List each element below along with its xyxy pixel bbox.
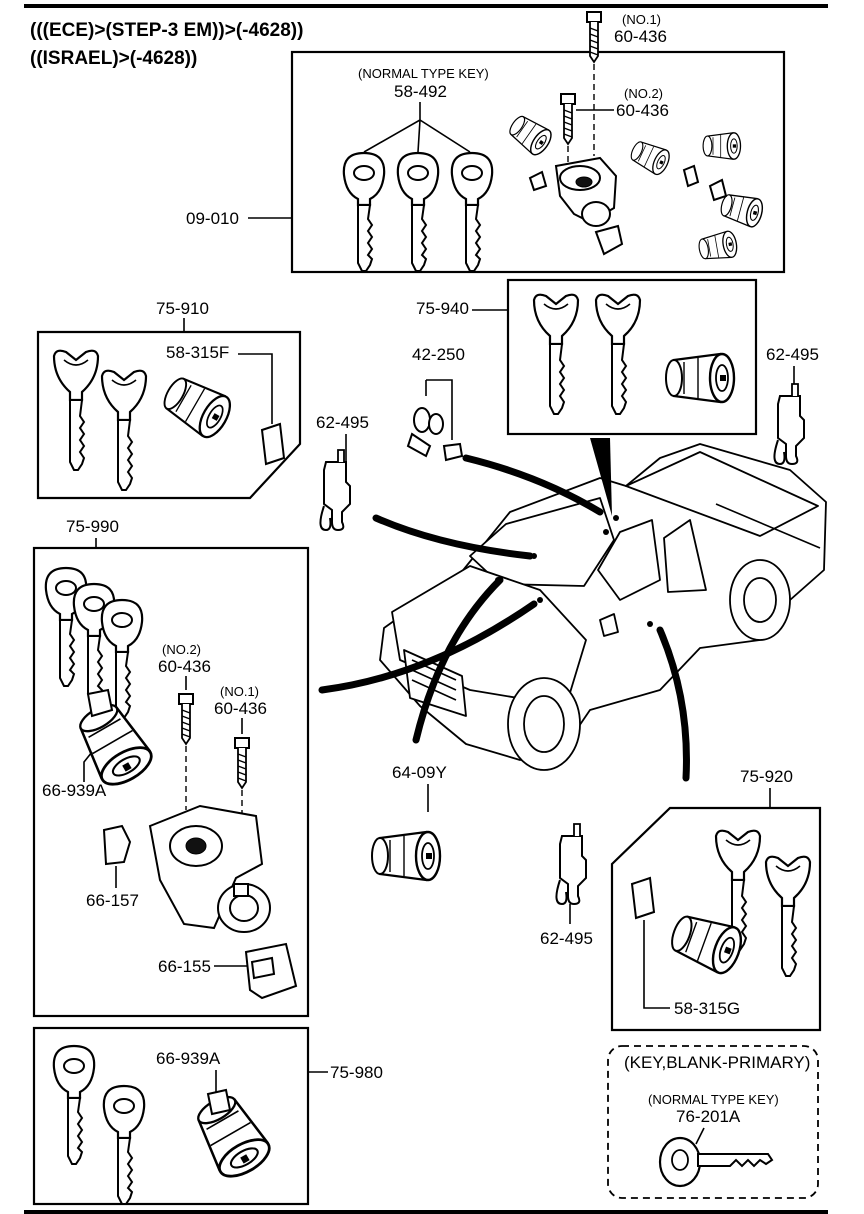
ignition-key-icon [764,855,812,978]
ignition-key-icon [72,582,116,704]
ignition-key-icon [342,151,386,273]
no2-number-top: 60-436 [616,101,669,120]
set-label-75-990: 75-990 [66,517,119,536]
part-label-66-157: 66-157 [86,891,139,910]
no2-tag-left: (NO.2) [162,642,201,657]
set-label-75-940: 75-940 [416,299,469,318]
ignition-key-icon [44,566,88,688]
ignition-key-icon [102,1084,146,1206]
lock-cylinder-icon [696,229,740,264]
part-label-64-09Y: 64-09Y [392,763,447,782]
screw-icon [560,93,576,145]
ignition-key-icon [532,293,580,416]
ignition-key-icon [52,349,100,472]
clip-label-62-495-a: 62-495 [316,413,369,432]
clip-label-62-495-c: 62-495 [540,929,593,948]
set-label-75-920: 75-920 [740,767,793,786]
lock-cylinder-icon [702,132,742,160]
ignition-key-icon [52,1044,96,1166]
set-box-75-990: 75-990 (NO.2) 60-436 (NO.1) 60-436 66-93… [32,517,310,1018]
no1-tag-left: (NO.1) [220,684,259,699]
set-box-75-910: 75-910 58-315F [36,299,302,500]
part-label-66-939A-a: 66-939A [42,781,107,800]
retainer-clip-icon [773,383,805,465]
set-label-75-910: 75-910 [156,299,209,318]
ignition-key-icon [594,293,642,416]
normal-type-key-label: (NORMAL TYPE KEY) [358,66,489,81]
set-box-75-920: 75-920 58-315G [610,767,822,1032]
no1-number-top: 60-436 [614,27,667,46]
ignition-key-icon [100,369,148,492]
header-line-2: ((ISRAEL)>(-4628)) [30,48,197,69]
set-label-09-010: 09-010 [186,209,239,228]
lock-cylinder-icon [504,110,556,159]
lock-cylinder-icon [186,1086,277,1186]
no1-tag-top: (NO.1) [622,12,661,27]
set-box-75-980: 75-980 66-939A [32,1026,383,1206]
key-blank-normal-type: (NORMAL TYPE KEY) [648,1092,779,1107]
key-blank-panel: (KEY,BLANK-PRIMARY) (NORMAL TYPE KEY) 76… [607,1045,819,1199]
key-ring-icon [406,407,464,462]
no2-tag-top: (NO.2) [624,86,663,101]
lock-cylinder-icon [156,369,238,444]
lock-cap-part [244,942,298,1000]
pickup-truck-icon [379,443,827,771]
screw-icon [234,737,250,789]
blank-key-icon [658,1136,774,1188]
part-label-58-492: 58-492 [394,82,447,101]
part-label-66-939A-b: 66-939A [156,1049,221,1068]
no1-number-left: 60-436 [214,699,267,718]
part-label-58-315G: 58-315G [674,999,740,1018]
ignition-key-icon [396,151,440,273]
screw-icon [586,11,602,63]
key-blank-title: (KEY,BLANK-PRIMARY) [624,1053,810,1072]
location-leaders [318,438,690,782]
retainer-clip-icon [319,449,351,531]
header-line-1: (((ECE)>(STEP-3 EM))>(-4628)) [30,20,303,41]
clip-label-62-495-b: 62-495 [766,345,819,364]
lock-cylinder-icon [370,830,442,882]
retainer-clip-icon [555,823,587,905]
ignition-lock-housing [148,804,271,933]
part-label-42-250: 42-250 [412,345,465,364]
set-label-75-980: 75-980 [330,1063,383,1082]
no2-number-left: 60-436 [158,657,211,676]
screw-icon [178,693,194,745]
set-box-75-940: 75-940 [416,278,758,436]
set-box-09-010: 09-010 (NORMAL TYPE KEY) 58-492 (NO.1) 6… [186,11,786,274]
part-label-58-315F: 58-315F [166,343,229,362]
lock-cylinder-icon [664,352,736,404]
ignition-key-icon [450,151,494,273]
lock-cylinder-icon [626,136,674,178]
ignition-lock-assembly-top [554,156,624,256]
part-label-66-155: 66-155 [158,957,211,976]
part-label-76-201A: 76-201A [676,1107,741,1126]
